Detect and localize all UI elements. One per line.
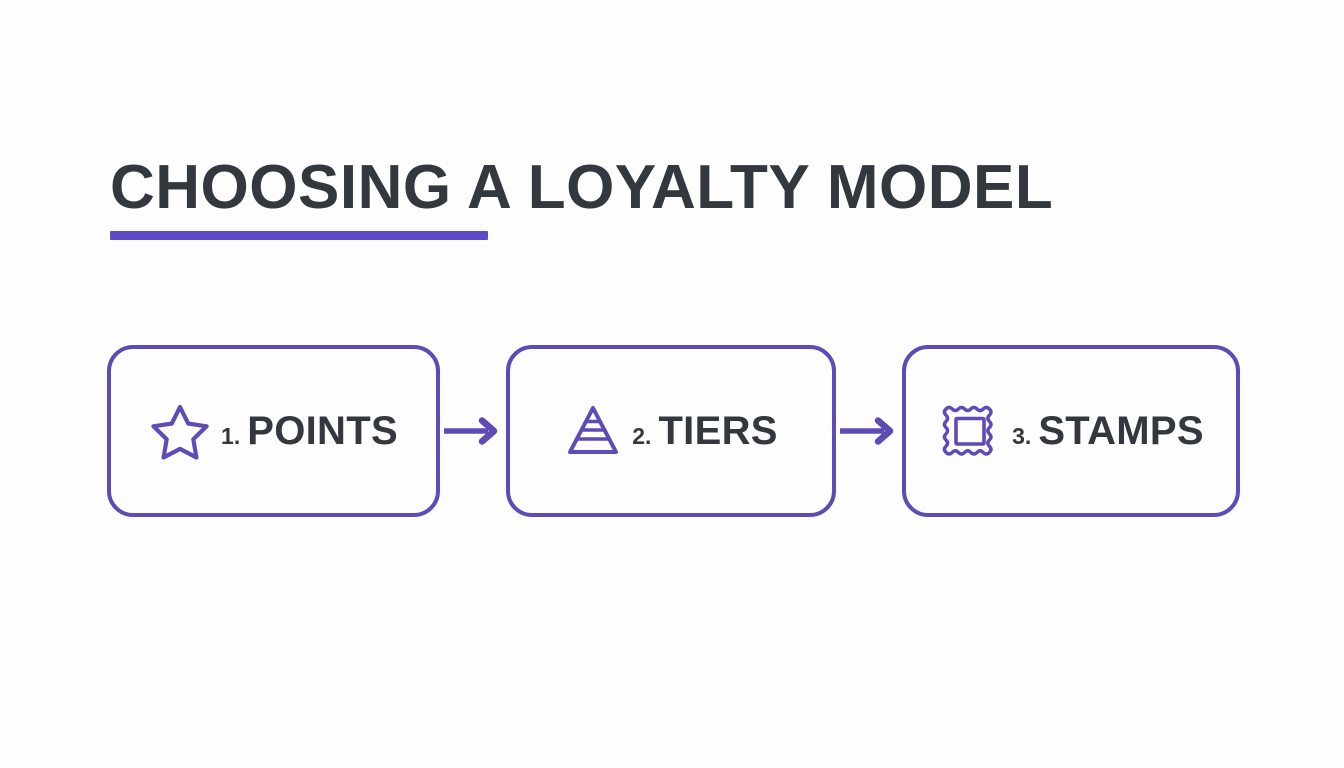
pyramid-tiers-icon bbox=[564, 402, 622, 460]
flow-step-content: 3. STAMPS bbox=[932, 399, 1210, 463]
flow-step-stamps[interactable]: 3. STAMPS bbox=[902, 345, 1240, 517]
flow-step-title: TIERS bbox=[658, 408, 778, 453]
flow-step-title: POINTS bbox=[247, 408, 398, 453]
title-underline-accent bbox=[110, 230, 488, 240]
flow-step-index: 1. bbox=[221, 422, 241, 449]
flow-step-title: STAMPS bbox=[1038, 408, 1204, 453]
flow-step-label: 1. POINTS bbox=[221, 409, 398, 454]
flow-step-label: 2. TIERS bbox=[632, 409, 777, 454]
flow-step-index: 2. bbox=[632, 422, 652, 449]
flow-step-points[interactable]: 1. POINTS bbox=[107, 345, 440, 517]
flow-step-content: 1. POINTS bbox=[143, 401, 404, 461]
arrow-right-icon bbox=[838, 417, 900, 445]
flow-step-content: 2. TIERS bbox=[558, 402, 783, 460]
loyalty-model-flow: 1. POINTS 2. T bbox=[107, 345, 1240, 517]
postage-stamp-icon bbox=[938, 399, 1002, 463]
flow-connector-2 bbox=[836, 416, 902, 446]
star-icon bbox=[149, 401, 211, 461]
flow-step-tiers[interactable]: 2. TIERS bbox=[506, 345, 836, 517]
title-block: CHOOSING A LOYALTY MODEL bbox=[110, 153, 1054, 240]
flow-step-index: 3. bbox=[1012, 422, 1032, 449]
arrow-right-icon bbox=[442, 417, 504, 445]
flow-connector-1 bbox=[440, 416, 506, 446]
flow-step-label: 3. STAMPS bbox=[1012, 409, 1204, 454]
page-title: CHOOSING A LOYALTY MODEL bbox=[110, 153, 1054, 222]
